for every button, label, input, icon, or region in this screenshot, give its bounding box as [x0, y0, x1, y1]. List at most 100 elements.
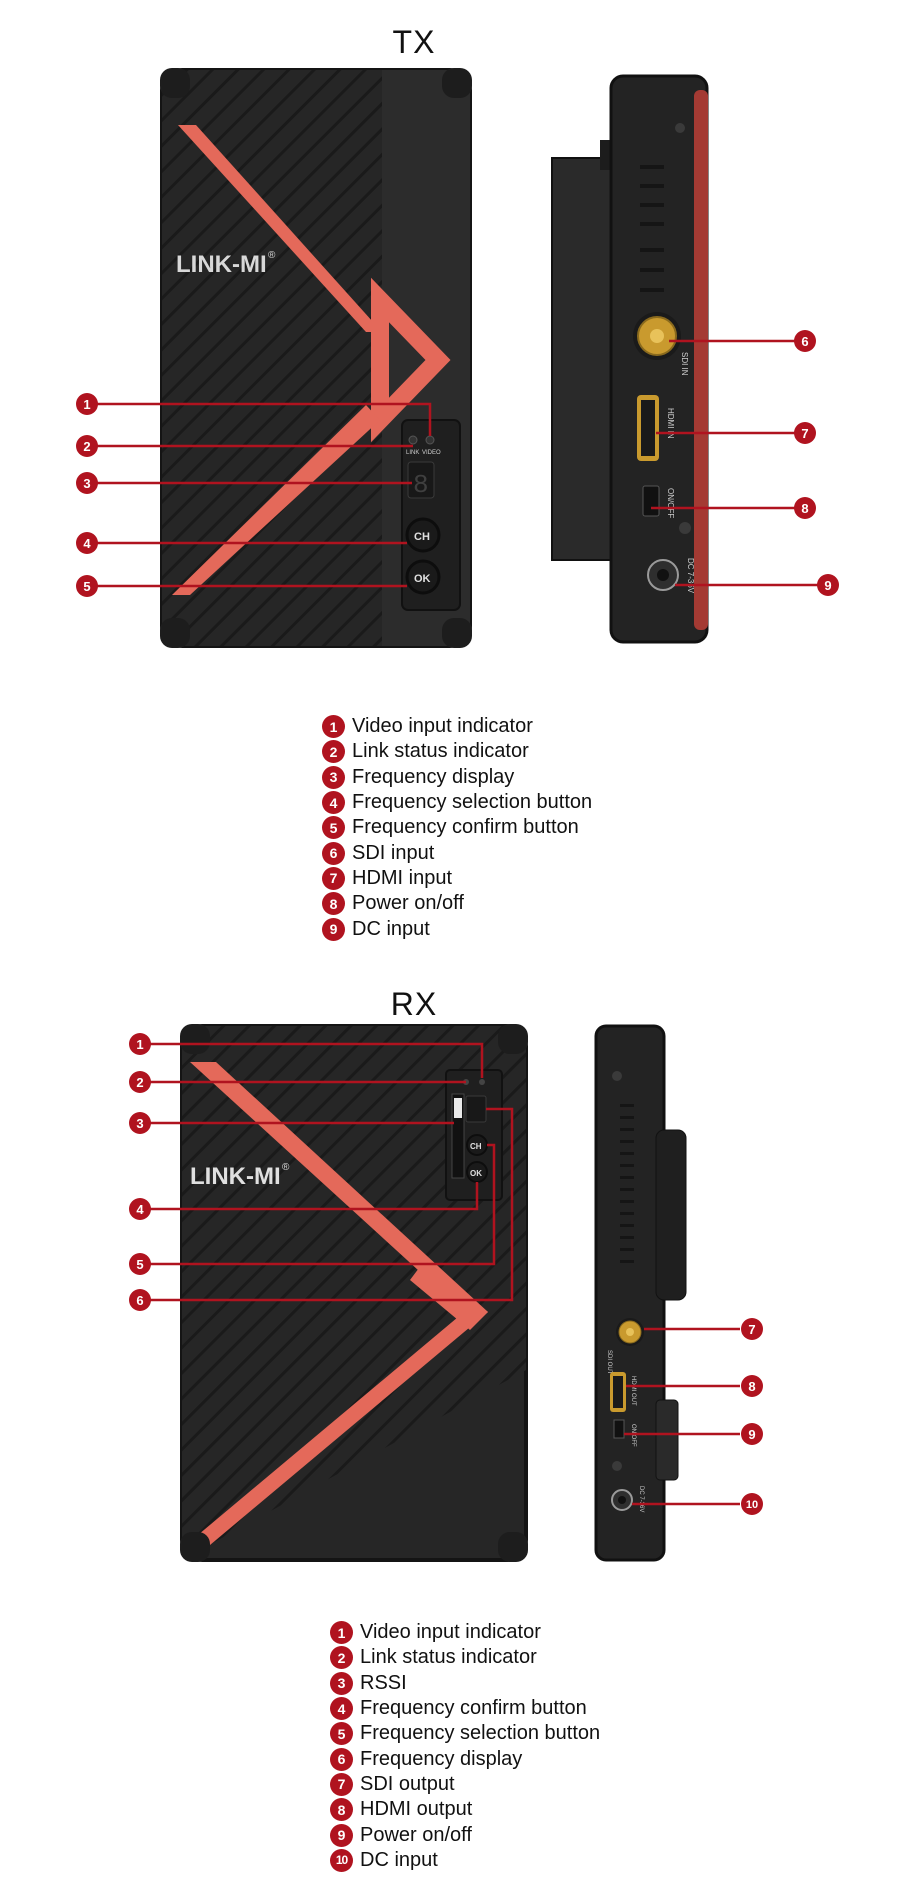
- legend-number-badge: 3: [322, 765, 345, 789]
- legend-label: Link status indicator: [352, 740, 529, 763]
- svg-text:2: 2: [136, 1075, 143, 1090]
- rx-ok-button-label: OK: [470, 1169, 482, 1178]
- legend-label: Link status indicator: [360, 1646, 537, 1669]
- legend-number-badge: 6: [330, 1747, 353, 1771]
- tx-ok-button-label: OK: [414, 573, 431, 585]
- legend-label: Frequency display: [360, 1747, 523, 1770]
- tx-callout-1: 1: [76, 393, 98, 415]
- svg-text:7: 7: [748, 1322, 755, 1337]
- legend-label: Frequency selection button: [360, 1722, 601, 1745]
- legend-number-badge: 7: [330, 1772, 353, 1796]
- tx-logo: LINK-MI: [176, 251, 267, 278]
- rx-device-illustration: LINK-MI ® CH OK SDI OUT HDMI OUT: [129, 1024, 763, 1562]
- tx-seven-seg-display: 8: [413, 470, 429, 500]
- rx-legend-item: 10 DC input: [330, 1848, 600, 1873]
- svg-text:1: 1: [136, 1037, 143, 1052]
- legend-number-badge: 9: [330, 1823, 353, 1847]
- tx-callout-9: 9: [817, 574, 839, 596]
- tx-legend-item: 8 Power on/off: [322, 891, 592, 916]
- tx-legend-item: 9 DC input: [322, 916, 592, 941]
- tx-legend-item: 1 Video input indicator: [322, 714, 592, 739]
- rx-legend-item: 8 HDMI output: [330, 1797, 600, 1822]
- legend-label: SDI output: [360, 1772, 455, 1795]
- tx-legend-item: 4 Frequency selection button: [322, 790, 592, 815]
- legend-number-badge: 10: [330, 1848, 353, 1872]
- rx-sdi-label: SDI OUT: [606, 1350, 612, 1375]
- tx-legend-item: 3 Frequency display: [322, 765, 592, 790]
- rx-callout-lines: [150, 1042, 740, 1506]
- legend-label: Power on/off: [352, 892, 464, 915]
- svg-text:9: 9: [824, 578, 831, 593]
- legend-label: DC input: [360, 1848, 438, 1871]
- rx-callout-badges: 1 2 3 4 5 6 7 8 9 10: [129, 1033, 763, 1515]
- tx-link-label: LINK: [406, 450, 419, 456]
- legend-number-badge: 5: [330, 1722, 353, 1746]
- rx-side-view: SDI OUT HDMI OUT ON/OFF DC 7-36V: [594, 1024, 687, 1562]
- legend-number-badge: 1: [322, 715, 345, 739]
- tx-callout-4: 4: [76, 532, 98, 554]
- rx-legend-item: 5 Frequency selection button: [330, 1721, 600, 1746]
- legend-label: Frequency selection button: [352, 791, 593, 814]
- legend-label: Video input indicator: [360, 1621, 541, 1644]
- svg-text:5: 5: [83, 579, 90, 594]
- rx-callout-6: 6: [129, 1289, 151, 1311]
- rx-callout-10: 10: [741, 1493, 763, 1515]
- rx-callout-4: 4: [129, 1198, 151, 1220]
- rx-callout-7: 7: [741, 1318, 763, 1340]
- svg-text:2: 2: [83, 439, 90, 454]
- legend-number-badge: 7: [322, 866, 345, 890]
- tx-legend: 1 Video input indicator 2 Link status indi…: [322, 714, 592, 942]
- tx-callout-5: 5: [76, 575, 98, 597]
- legend-label: Frequency confirm button: [360, 1697, 587, 1720]
- rx-callout-9: 9: [741, 1423, 763, 1445]
- legend-number-badge: 4: [322, 791, 345, 815]
- rx-legend-item: 1 Video input indicator: [330, 1620, 600, 1645]
- legend-label: Power on/off: [360, 1823, 472, 1846]
- tx-legend-item: 2 Link status indicator: [322, 739, 592, 764]
- svg-text:4: 4: [136, 1202, 144, 1217]
- legend-label: DC input: [352, 917, 430, 940]
- legend-number-badge: 5: [322, 816, 345, 840]
- tx-device-illustration: LINK-MI ® LINK VIDEO 8 CH OK SDI IN: [76, 68, 839, 648]
- legend-number-badge: 9: [322, 917, 345, 941]
- legend-label: Frequency display: [352, 765, 515, 788]
- legend-label: SDI input: [352, 841, 435, 864]
- tx-logo-registered: ®: [268, 250, 276, 261]
- tx-legend-item: 7 HDMI input: [322, 866, 592, 891]
- svg-text:4: 4: [83, 536, 91, 551]
- rx-legend-item: 6 Frequency display: [330, 1746, 600, 1771]
- svg-text:6: 6: [801, 334, 808, 349]
- svg-text:3: 3: [136, 1116, 143, 1131]
- svg-text:5: 5: [136, 1257, 143, 1272]
- rx-legend-item: 7 SDI output: [330, 1772, 600, 1797]
- tx-callout-8: 8: [794, 497, 816, 519]
- svg-text:9: 9: [748, 1427, 755, 1442]
- tx-side-view: SDI IN HDMI IN ON/OFF DC 7-36V: [551, 74, 709, 644]
- legend-number-badge: 1: [330, 1621, 353, 1645]
- legend-number-badge: 6: [322, 841, 345, 865]
- tx-callout-3: 3: [76, 472, 98, 494]
- rx-section-title: RX: [390, 986, 438, 1022]
- rx-power-label: ON/OFF: [630, 1424, 636, 1447]
- rx-callout-5: 5: [129, 1253, 151, 1275]
- legend-number-badge: 8: [322, 892, 345, 916]
- tx-callout-2: 2: [76, 435, 98, 457]
- legend-label: Video input indicator: [352, 715, 533, 738]
- svg-text:1: 1: [83, 397, 90, 412]
- rx-legend-item: 9 Power on/off: [330, 1822, 600, 1847]
- svg-text:7: 7: [801, 426, 808, 441]
- rx-callout-8: 8: [741, 1375, 763, 1397]
- tx-power-label: ON/OFF: [666, 488, 675, 518]
- rx-ch-button-label: CH: [470, 1142, 482, 1151]
- legend-number-badge: 8: [330, 1798, 353, 1822]
- tx-callout-7: 7: [794, 422, 816, 444]
- legend-number-badge: 3: [330, 1671, 353, 1695]
- legend-number-badge: 2: [322, 740, 345, 764]
- legend-label: HDMI output: [360, 1798, 473, 1821]
- rx-logo: LINK-MI: [190, 1163, 281, 1190]
- legend-label: HDMI input: [352, 866, 453, 889]
